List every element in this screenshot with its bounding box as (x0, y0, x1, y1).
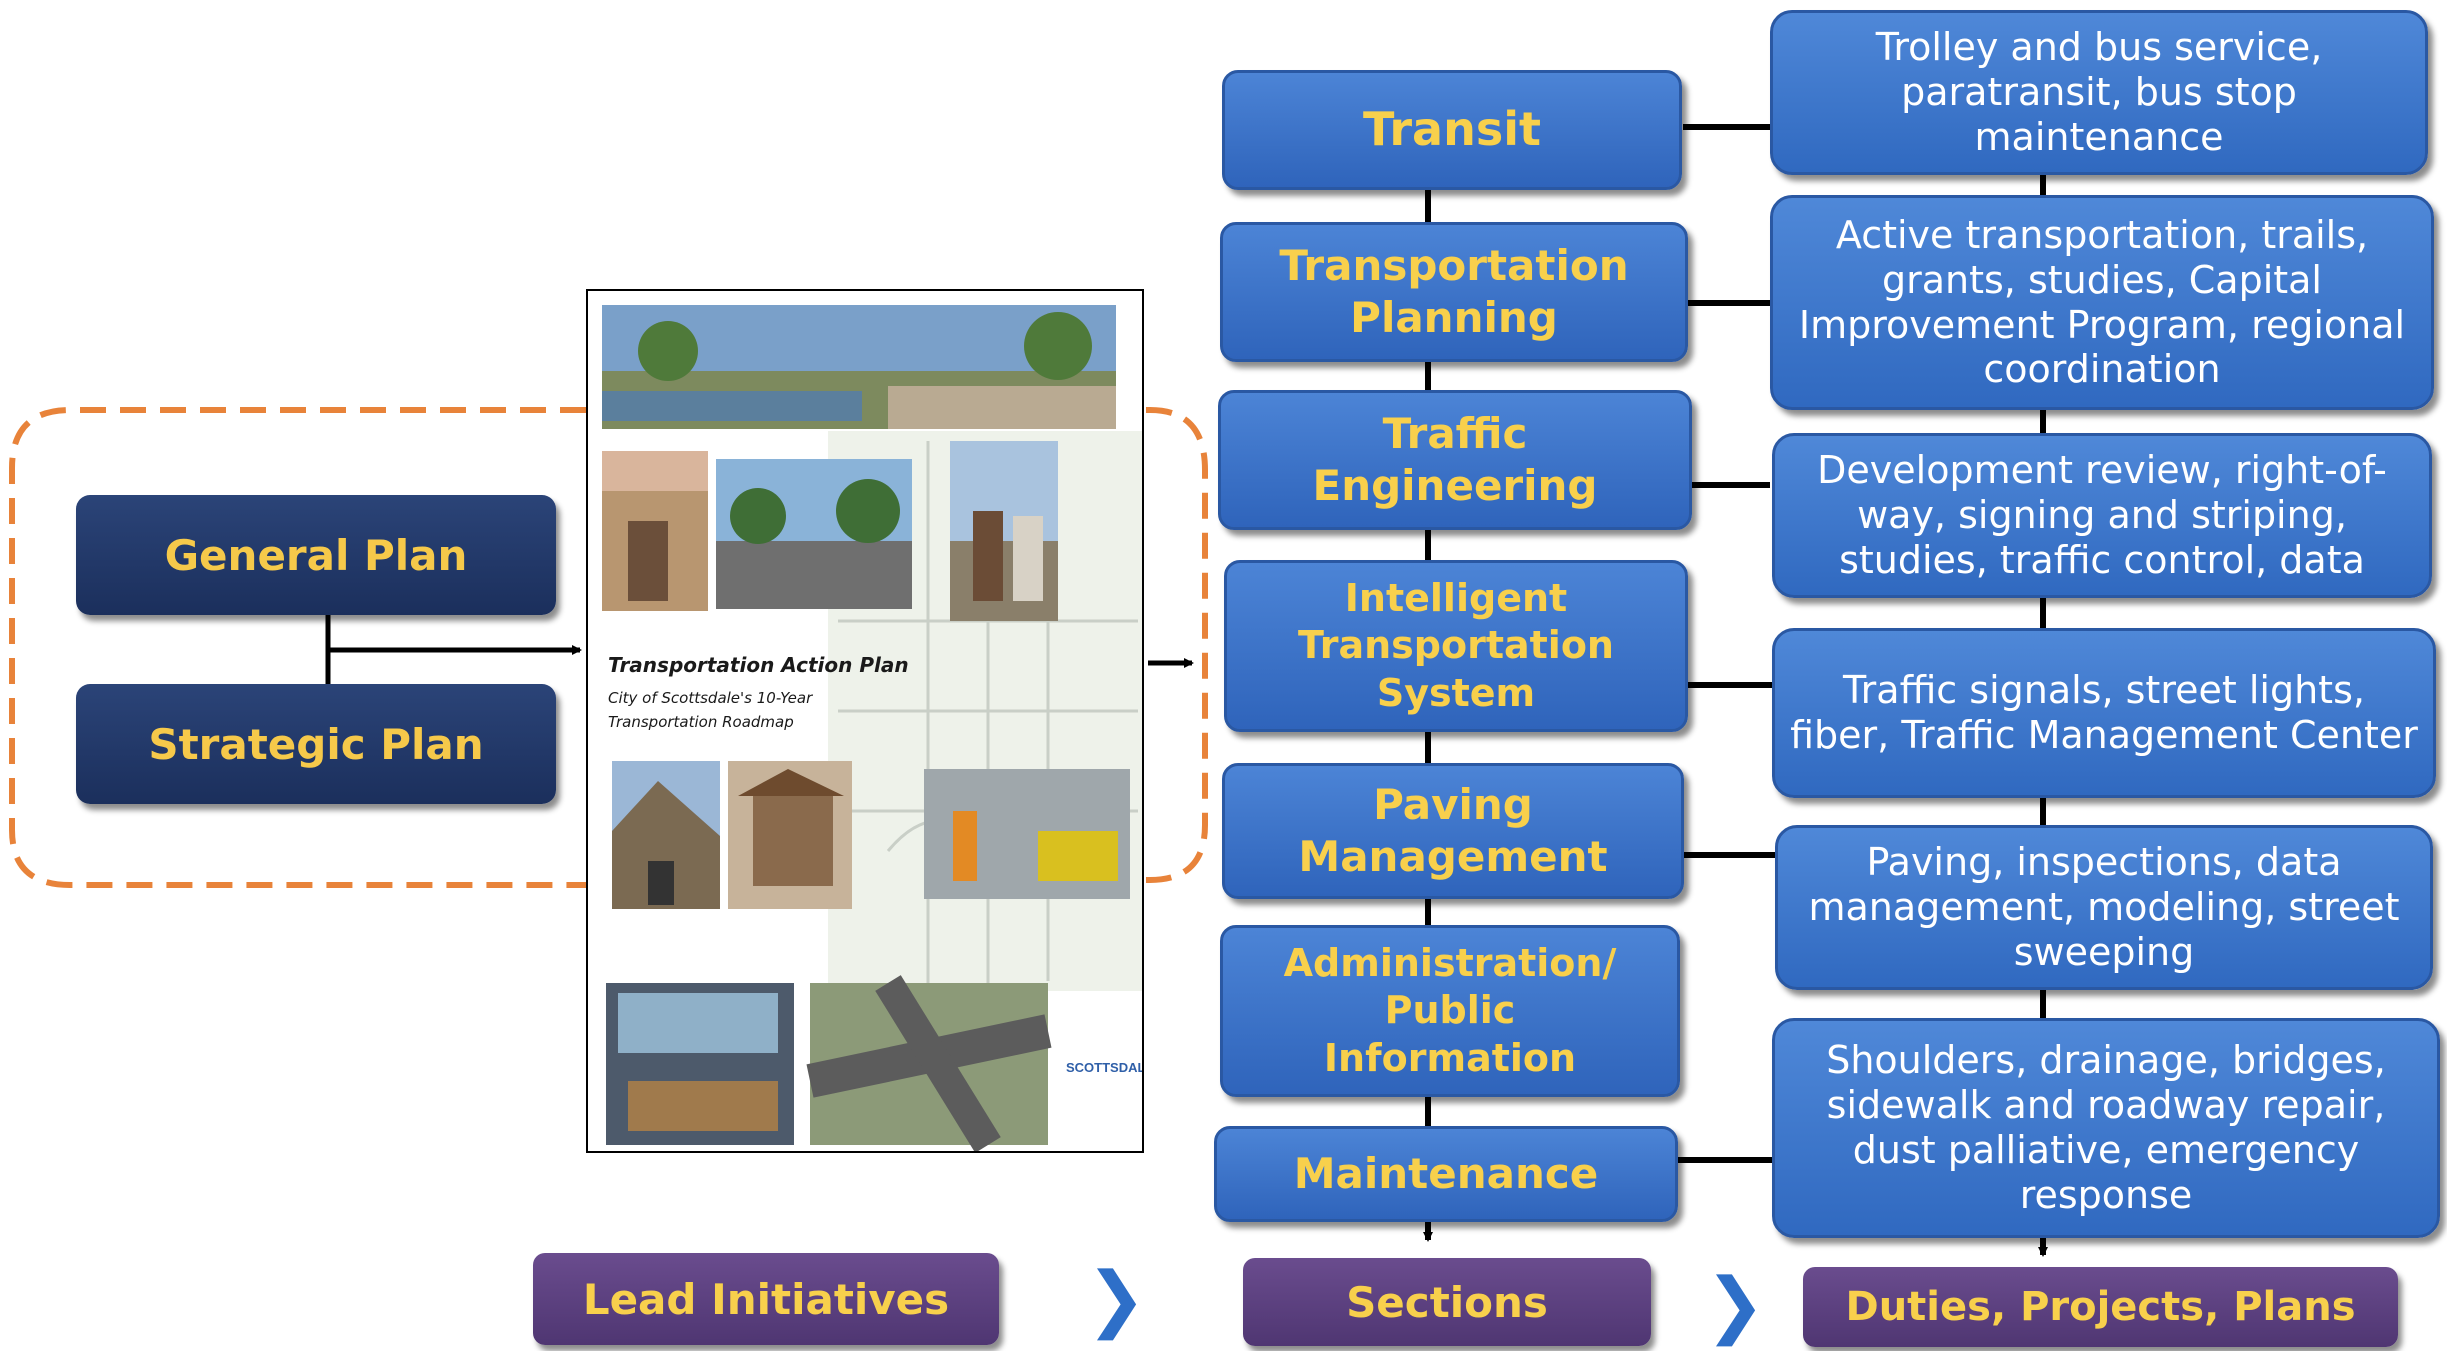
document-subtitle-line1: City of Scottsdale's 10-Year (608, 689, 813, 707)
duty-traffic-engineering: Development review, right-of-way, signin… (1772, 433, 2432, 598)
duties-label-box: Duties, Projects, Plans (1803, 1267, 2398, 1347)
duty-intelligent-transportation-system: Traffic signals, street lights, fiber, T… (1772, 628, 2436, 798)
sections-label-box: Sections (1243, 1258, 1651, 1346)
general-plan-label: General Plan (164, 530, 468, 580)
section-traffic-engineering: Traffic Engineering (1218, 390, 1692, 530)
section-transportation-planning: Transportation Planning (1220, 222, 1688, 362)
lead-initiatives-label-box: Lead Initiatives (533, 1253, 999, 1345)
strategic-plan-box: Strategic Plan (76, 684, 556, 804)
section-its-label: Intelligent Transportation System (1297, 575, 1614, 715)
section-administration-label: Administration/ Public Information (1283, 940, 1617, 1080)
strategic-plan-label: Strategic Plan (148, 719, 484, 769)
section-paving-management-label: Paving Management (1298, 779, 1608, 882)
section-transit-label: Transit (1363, 102, 1541, 157)
section-transportation-planning-label: Transportation Planning (1279, 240, 1629, 343)
duty-transportation-planning: Active transportation, trails, grants, s… (1770, 195, 2434, 410)
document-title: Transportation Action Plan (608, 653, 909, 677)
section-administration-public-information: Administration/ Public Information (1220, 925, 1680, 1097)
section-maintenance: Maintenance (1214, 1126, 1678, 1222)
document-collage (602, 305, 1142, 1151)
scottsdale-logo: SCOTTSDALE (1066, 1060, 1142, 1075)
duty-maintenance-text: Shoulders, drainage, bridges, sidewalk a… (1826, 1038, 2386, 1217)
general-plan-box: General Plan (76, 495, 556, 615)
document-subtitle-line2: Transportation Roadmap (608, 713, 794, 731)
sections-label: Sections (1346, 1277, 1548, 1327)
section-intelligent-transportation-system: Intelligent Transportation System (1224, 560, 1688, 732)
lead-initiatives-label: Lead Initiatives (582, 1274, 950, 1324)
duty-transit-text: Trolley and bus service, paratransit, bu… (1875, 25, 2323, 159)
section-transit: Transit (1222, 70, 1682, 190)
duty-transit: Trolley and bus service, paratransit, bu… (1770, 10, 2428, 175)
duty-maintenance: Shoulders, drainage, bridges, sidewalk a… (1772, 1018, 2440, 1238)
chevron-right-icon: ❯ (1705, 1262, 1766, 1346)
section-maintenance-label: Maintenance (1293, 1148, 1599, 1198)
duty-paving-management-text: Paving, inspections, data management, mo… (1808, 840, 2400, 974)
duties-label: Duties, Projects, Plans (1845, 1284, 2356, 1330)
action-plan-document: Transportation Action Plan City of Scott… (586, 289, 1144, 1153)
dashed-group-outline (9, 407, 586, 888)
chevron-right-icon: ❯ (1086, 1256, 1147, 1340)
duty-paving-management: Paving, inspections, data management, mo… (1775, 825, 2433, 990)
section-paving-management: Paving Management (1222, 763, 1684, 899)
duty-its-text: Traffic signals, street lights, fiber, T… (1790, 668, 2418, 757)
duty-traffic-engineering-text: Development review, right-of-way, signin… (1817, 448, 2387, 582)
section-traffic-engineering-label: Traffic Engineering (1312, 408, 1598, 511)
duty-transportation-planning-text: Active transportation, trails, grants, s… (1798, 212, 2406, 392)
